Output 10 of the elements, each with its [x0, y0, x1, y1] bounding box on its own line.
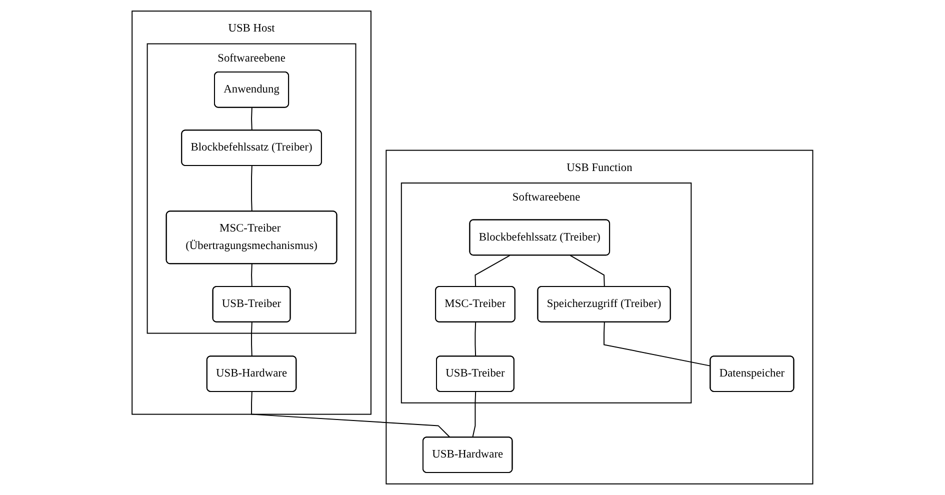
connector — [251, 322, 252, 357]
connector — [474, 254, 510, 288]
connector — [604, 322, 712, 366]
connector — [251, 165, 252, 212]
connector — [472, 391, 476, 438]
connector — [251, 391, 451, 438]
connector — [251, 264, 252, 288]
connector — [474, 322, 476, 357]
connector — [251, 107, 252, 132]
connector — [570, 254, 605, 288]
